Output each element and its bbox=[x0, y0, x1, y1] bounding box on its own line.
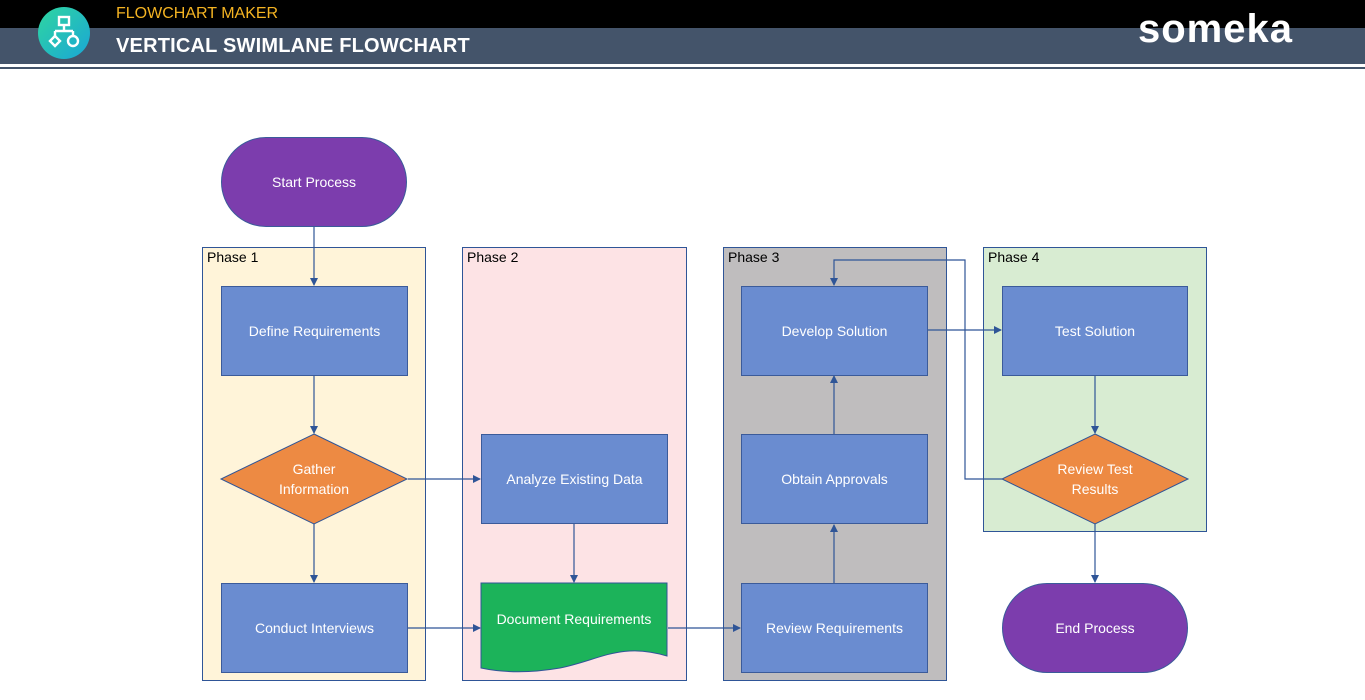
develop-solution-process[interactable]: Develop Solution bbox=[741, 286, 928, 376]
page-title: VERTICAL SWIMLANE FLOWCHART bbox=[116, 35, 470, 57]
connector-lines bbox=[310, 227, 1099, 632]
header-divider bbox=[0, 67, 1365, 69]
gather-information-decision[interactable]: Gather Information bbox=[278, 461, 350, 497]
analyze-existing-data-process[interactable]: Analyze Existing Data bbox=[481, 434, 668, 524]
review-test-results-diamond bbox=[1000, 433, 1190, 525]
connector-reviewtest-develop bbox=[830, 259, 1002, 480]
brand-logo: someka bbox=[1138, 7, 1293, 51]
review-test-results-decision[interactable]: Review Test Results bbox=[1057, 461, 1133, 497]
swimlane-label: Phase 1 bbox=[207, 249, 259, 265]
decision-shapes bbox=[219, 433, 1190, 673]
swimlane-label: Phase 2 bbox=[467, 249, 519, 265]
conduct-interviews-process[interactable]: Conduct Interviews bbox=[221, 583, 408, 673]
start-process-terminator[interactable]: Start Process bbox=[221, 137, 407, 227]
test-solution-process[interactable]: Test Solution bbox=[1002, 286, 1188, 376]
flowchart-logo-icon bbox=[38, 7, 90, 59]
swimlane-label: Phase 4 bbox=[988, 249, 1040, 265]
define-requirements-process[interactable]: Define Requirements bbox=[221, 286, 408, 376]
header-top-bar bbox=[0, 0, 1365, 28]
document-requirements-document[interactable]: Document Requirements bbox=[496, 611, 652, 627]
swimlane-label: Phase 3 bbox=[728, 249, 780, 265]
header-title-band bbox=[0, 28, 1365, 64]
gather-information-diamond bbox=[219, 433, 409, 525]
app-title: FLOWCHART MAKER bbox=[116, 5, 279, 22]
obtain-approvals-process[interactable]: Obtain Approvals bbox=[741, 434, 928, 524]
document-requirements-shape bbox=[480, 582, 668, 673]
review-requirements-process[interactable]: Review Requirements bbox=[741, 583, 928, 673]
end-process-terminator[interactable]: End Process bbox=[1002, 583, 1188, 673]
flowchart-canvas: Phase 1 Phase 2 Phase 3 Phase 4 bbox=[0, 70, 1365, 700]
